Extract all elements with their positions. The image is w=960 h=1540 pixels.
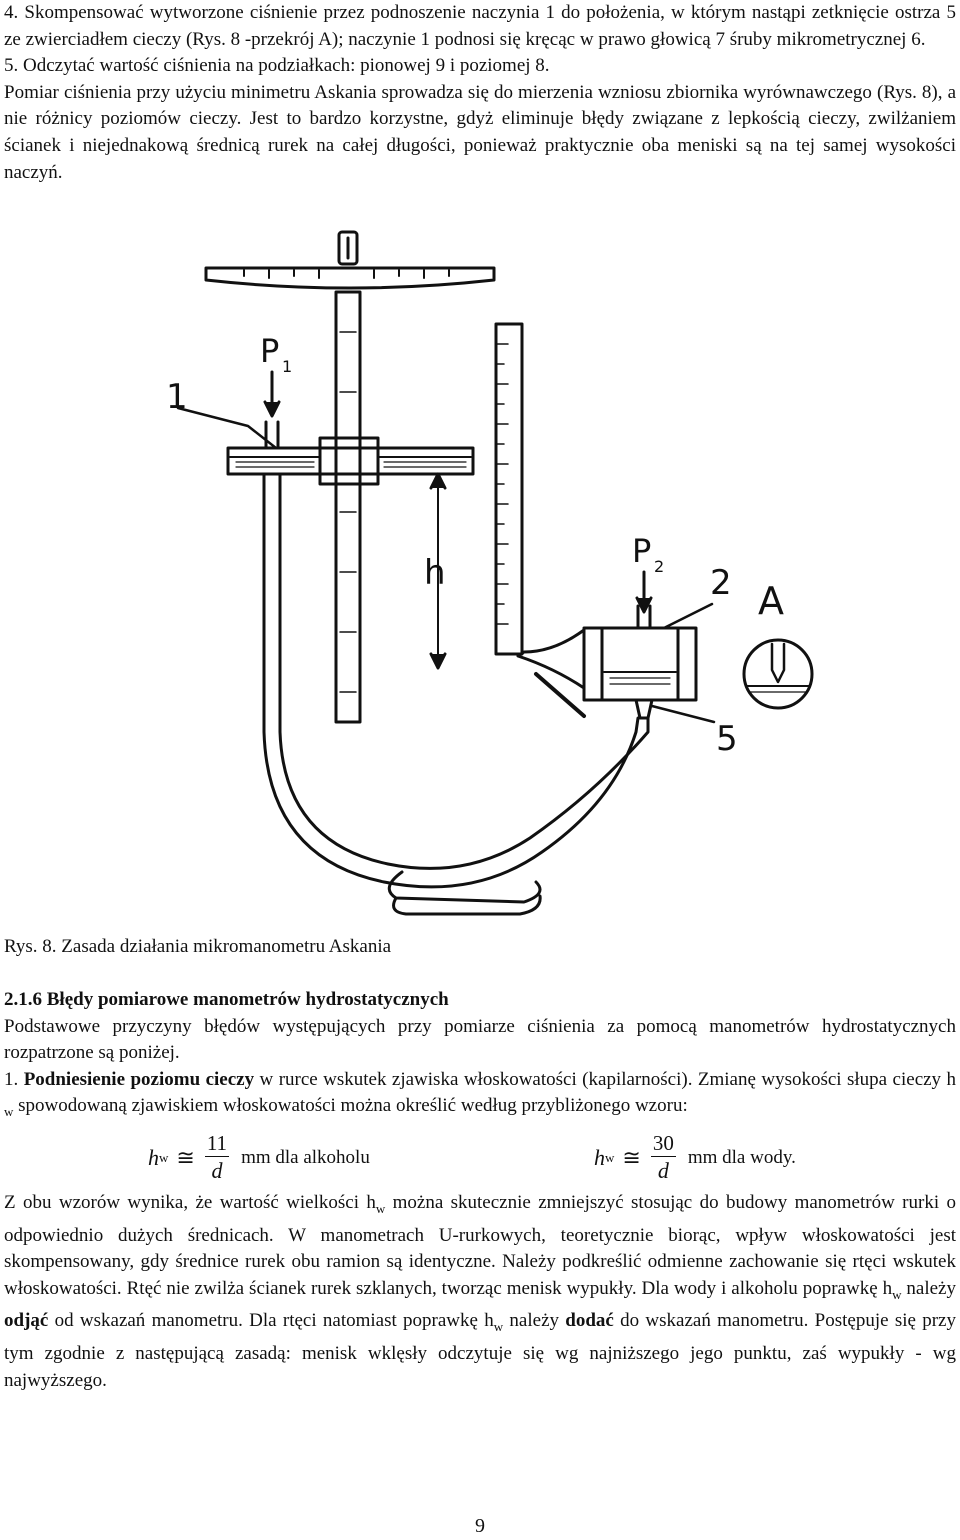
label-2: 2 <box>710 563 732 603</box>
horizontal-scale-disc <box>204 266 496 290</box>
section-heading: 2.1.6 Błędy pomiarowe manometrów hydrost… <box>4 989 449 1010</box>
capillarity-paragraph: Z obu wzorów wynika, że wartość wielkośc… <box>4 1191 956 1391</box>
viewing-lens <box>516 628 586 690</box>
label-p2: P <box>632 532 651 570</box>
intro-text: 4. Skompensować wytworzone ciśnienie prz… <box>4 0 956 186</box>
section-intro: Podstawowe przyczyny błędów występującyc… <box>4 1015 956 1064</box>
vessel-2 <box>582 626 698 702</box>
label-p1-sub: 1 <box>282 357 292 376</box>
step-5-paragraph: 5. Odczytać wartość ciśnienia na podział… <box>4 55 550 77</box>
section-a-view <box>742 638 814 710</box>
micrometer-knob <box>337 230 359 266</box>
vertical-scale <box>494 322 524 656</box>
askania-description-paragraph: Pomiar ciśnienia przy użyciu minimetru A… <box>4 81 956 183</box>
label-p2-sub: 2 <box>654 557 664 576</box>
figure-caption: Rys. 8. Zasada działania mikromanometru … <box>4 936 392 957</box>
label-p1: P <box>260 332 279 370</box>
connecting-tube <box>262 490 640 889</box>
item-1-paragraph: 1. Podniesienie poziomu cieczy w rurce w… <box>4 1068 956 1120</box>
label-5: 5 <box>716 719 738 759</box>
label-1: 1 <box>166 377 188 417</box>
page-number: 9 <box>475 1515 485 1537</box>
item-1-bold: Podniesienie poziomu cieczy <box>23 1068 255 1090</box>
askania-micromanometer-figure: P 1 1 h P 2 2 A 5 <box>144 212 834 924</box>
step-4-paragraph: 4. Skompensować wytworzone ciśnienie prz… <box>4 2 956 50</box>
label-a: A <box>758 579 784 623</box>
label-h: h <box>424 553 446 593</box>
micrometer-screw <box>334 290 362 724</box>
measurement-errors-section: 2.1.6 Błędy pomiarowe manometrów hydrost… <box>4 987 956 1394</box>
vessel-1 <box>226 446 475 476</box>
